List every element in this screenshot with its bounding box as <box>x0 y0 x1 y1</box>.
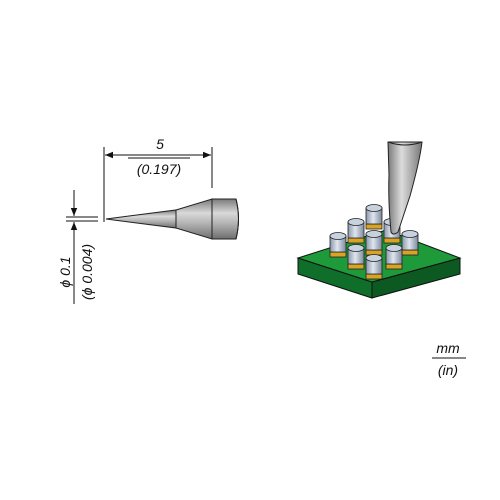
units-imperial-label: (in) <box>438 362 458 378</box>
soldering-tip-profile <box>105 198 239 240</box>
length-imperial-label: (0.197) <box>137 161 181 177</box>
soldering-tip-perspective <box>387 141 423 235</box>
units-legend: mm (in) <box>432 340 466 378</box>
length-metric-label: 5 <box>156 136 164 152</box>
component-chip <box>329 232 347 258</box>
component-chip <box>365 204 383 230</box>
tip-sleeve <box>211 198 239 240</box>
tip-sleeve-end <box>235 198 239 240</box>
component-chip <box>385 244 403 270</box>
component-chip <box>365 230 383 256</box>
units-metric-label: mm <box>436 340 460 356</box>
tip-taper <box>175 198 213 240</box>
circuit-board-illustration <box>296 141 462 299</box>
component-chip <box>347 218 365 244</box>
diameter-metric-label: ϕ 0.1 <box>57 256 73 287</box>
diameter-dimension: ϕ 0.1 (ϕ 0.004) <box>57 190 98 304</box>
tip-needle <box>105 209 177 229</box>
component-chip <box>365 254 383 280</box>
diameter-imperial-label: (ϕ 0.004) <box>79 244 95 300</box>
soldering-tip-rim <box>387 141 423 146</box>
component-chip <box>401 230 419 256</box>
length-dimension: 5 (0.197) <box>103 136 213 222</box>
component-chip <box>347 244 365 270</box>
